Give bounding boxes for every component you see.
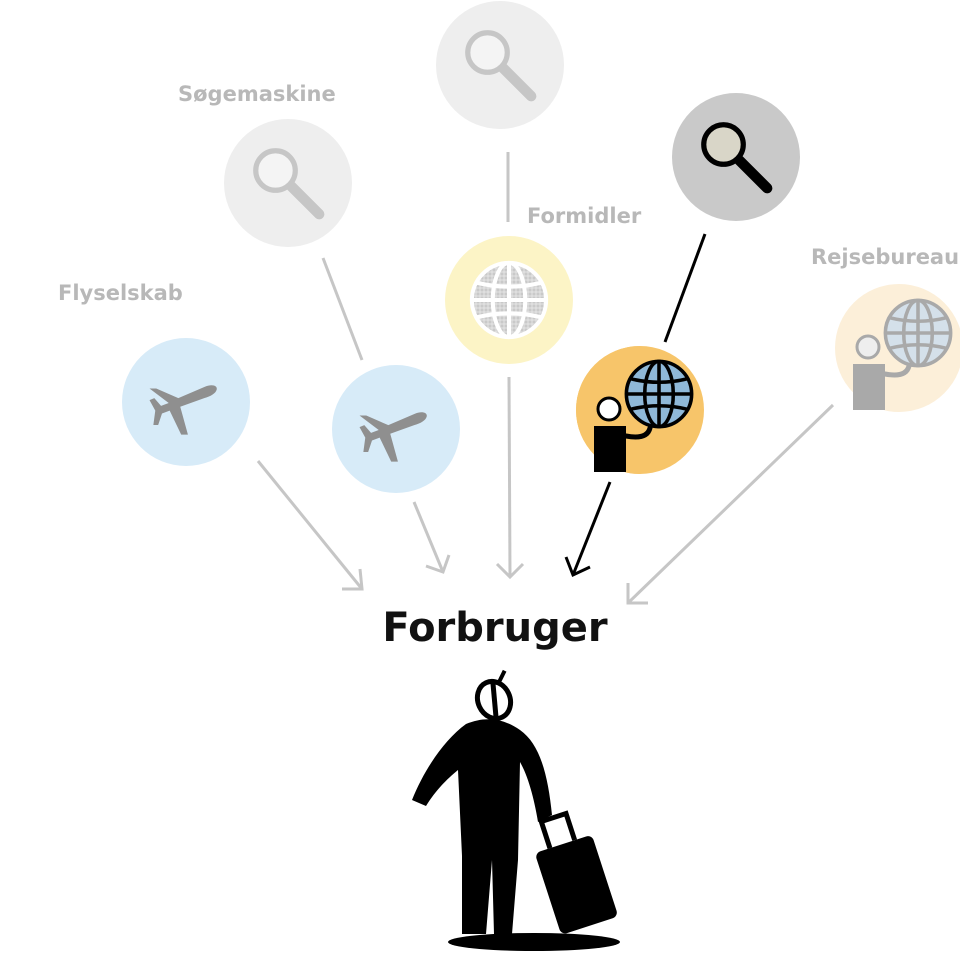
agent-person-icon bbox=[594, 396, 653, 472]
airline-node-1 bbox=[122, 338, 250, 466]
airline-node-2 bbox=[332, 365, 460, 493]
arrow-airline1-to-consumer bbox=[256, 460, 364, 591]
connector-search2-to-airline bbox=[321, 257, 364, 361]
arrow-airline2-to-consumer bbox=[412, 501, 451, 574]
traveler-with-suitcase-icon bbox=[412, 669, 620, 951]
label-intermediary: Formidler bbox=[527, 204, 642, 228]
globe-icon bbox=[624, 359, 694, 429]
label-search-engine: Søgemaskine bbox=[178, 82, 336, 106]
arrow-agency2-to-consumer bbox=[626, 403, 835, 605]
arrow-globe-to-consumer bbox=[495, 376, 525, 580]
search-engine-node-2 bbox=[224, 119, 352, 247]
travel-agency-node-faded bbox=[835, 284, 960, 412]
search-engine-node-1 bbox=[436, 1, 564, 129]
travel-agency-node-active bbox=[576, 346, 704, 474]
search-engine-node-3-active bbox=[672, 93, 800, 221]
intermediary-node bbox=[445, 236, 573, 364]
label-airline: Flyselskab bbox=[58, 281, 183, 305]
label-consumer: Forbruger bbox=[382, 605, 608, 651]
label-travel-agency: Rejsebureau bbox=[811, 245, 960, 269]
arrow-agency-to-consumer bbox=[564, 481, 612, 578]
agent-person-icon bbox=[853, 334, 912, 410]
connector-lines bbox=[321, 152, 707, 361]
globe-icon bbox=[883, 298, 953, 368]
connector-search3-to-agency bbox=[663, 233, 707, 343]
arrow-lines bbox=[256, 376, 835, 605]
